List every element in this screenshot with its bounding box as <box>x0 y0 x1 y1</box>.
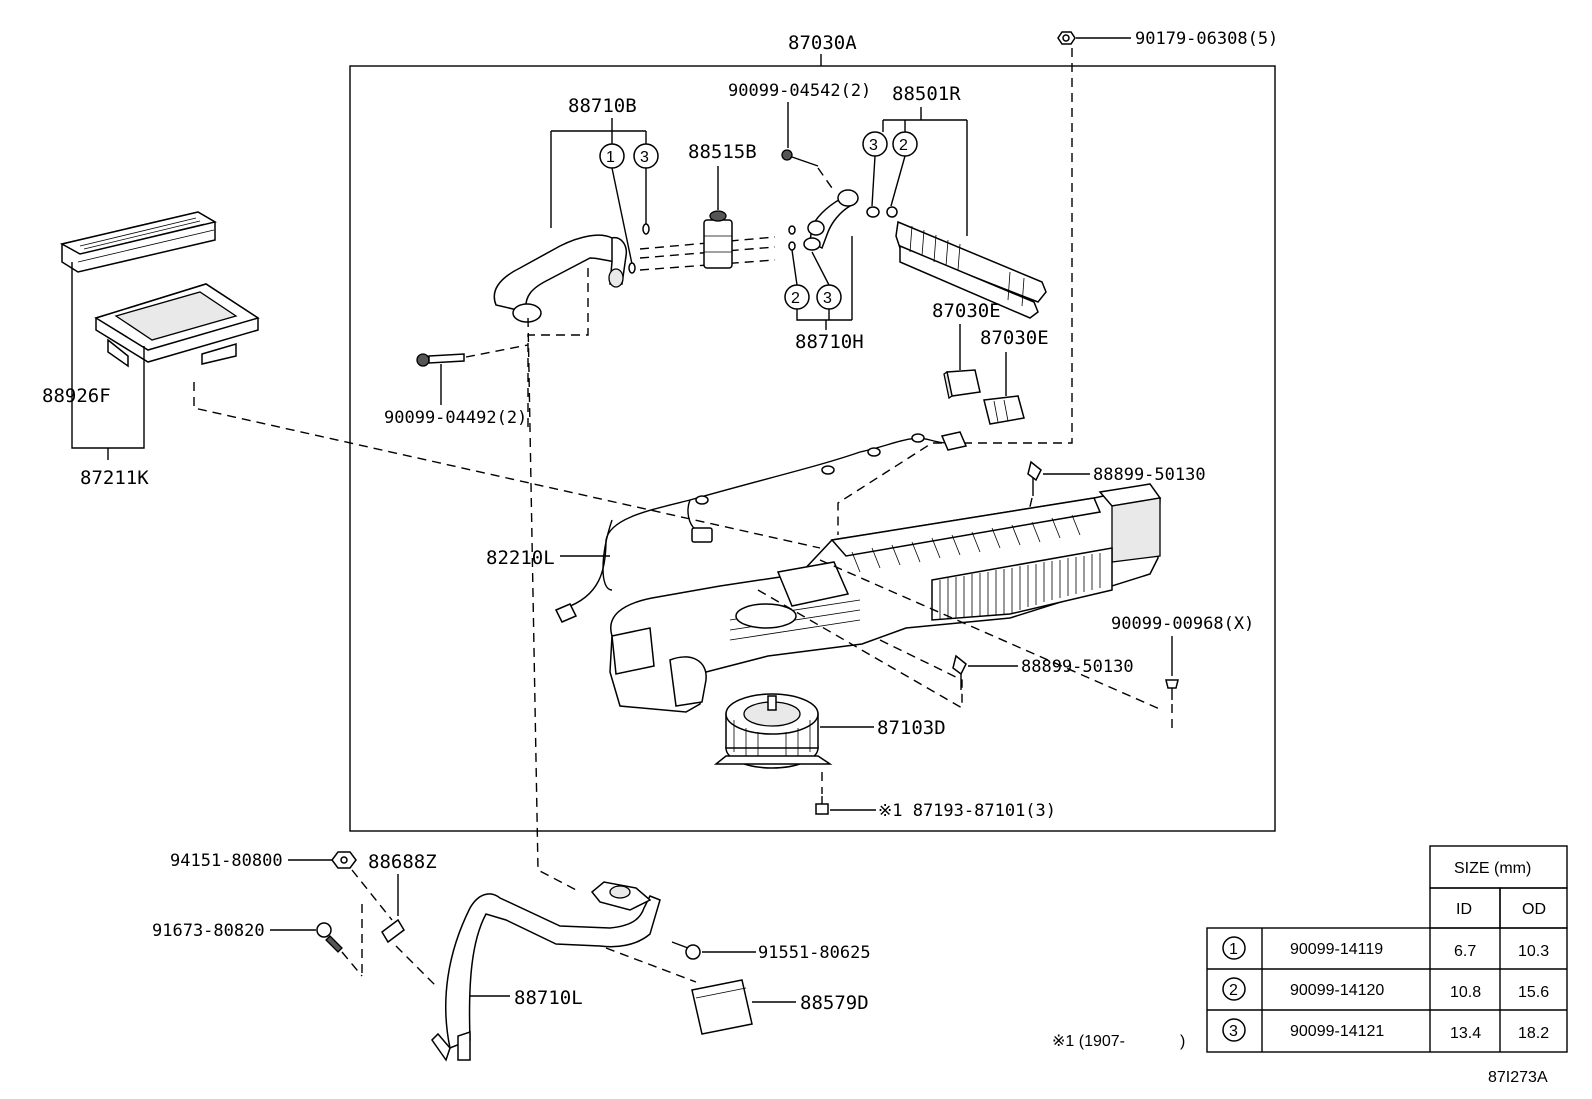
table-row-3-id: 13.4 <box>1450 1025 1481 1042</box>
table-row-2-od: 15.6 <box>1518 984 1549 1001</box>
filter-88579D[interactable] <box>691 979 753 1035</box>
evaporator-88501R[interactable] <box>895 220 1047 319</box>
label-87030E-b[interactable]: 87030E <box>980 327 1049 349</box>
circle-2-88710H: 2 <box>784 284 810 310</box>
screw-90099-00968-icon[interactable] <box>1165 679 1179 700</box>
label-88501R[interactable]: 88501R <box>892 83 961 105</box>
bolt-91673-icon[interactable] <box>316 922 343 953</box>
diagram-code: 87I273A <box>1488 1069 1548 1086</box>
table-row-1-part[interactable]: 90099-14119 <box>1290 941 1383 958</box>
clip-88899-50130-a-icon[interactable] <box>1027 460 1042 496</box>
label-87030E-a[interactable]: 87030E <box>932 300 1001 322</box>
table-row-3-od: 18.2 <box>1518 1025 1549 1042</box>
blower-motor-87103D[interactable] <box>713 693 833 769</box>
filter-case-87211K[interactable] <box>94 283 260 368</box>
svg-text:1: 1 <box>606 149 615 166</box>
label-88515B[interactable]: 88515B <box>688 141 757 163</box>
filter-88926F[interactable] <box>59 211 217 273</box>
clip-90179-icon[interactable] <box>1057 31 1076 45</box>
pipe-88710L[interactable] <box>431 881 661 1062</box>
bolt-90099-04492-icon[interactable] <box>416 353 465 367</box>
svg-text:2: 2 <box>791 290 800 307</box>
label-91551-80625[interactable]: 91551-80625 <box>758 943 871 963</box>
screw-87193-icon[interactable] <box>815 796 829 815</box>
nut-94151-icon[interactable] <box>331 851 357 869</box>
assembly-frame <box>349 65 1276 832</box>
table-row-1-id: 6.7 <box>1454 943 1476 960</box>
label-88579D[interactable]: 88579D <box>800 992 869 1014</box>
table-row-2-num: 2 <box>1229 982 1238 999</box>
label-87030A[interactable]: 87030A <box>788 32 857 54</box>
label-88710H[interactable]: 88710H <box>795 331 864 353</box>
label-88899-50130-b[interactable]: 88899-50130 <box>1021 657 1134 677</box>
bolt-90099-04542-icon[interactable] <box>781 149 819 167</box>
pipe-88710B[interactable] <box>493 234 628 323</box>
label-88899-50130-a[interactable]: 88899-50130 <box>1093 465 1206 485</box>
note-1-close: ) <box>1180 1033 1185 1050</box>
note-1: ※1 (1907- <box>1052 1033 1125 1050</box>
label-90099-04542[interactable]: 90099-04542(2) <box>728 81 871 101</box>
pipe-88710H[interactable] <box>803 189 859 251</box>
screw-91551-icon[interactable] <box>671 941 701 960</box>
svg-text:2: 2 <box>899 137 908 154</box>
size-table: SIZE (mm) ID OD 1 90099-14119 6.7 10.3 2… <box>1206 845 1568 1053</box>
table-col-id: ID <box>1456 901 1472 918</box>
label-88688Z[interactable]: 88688Z <box>368 851 437 873</box>
label-90099-04492[interactable]: 90099-04492(2) <box>384 408 527 428</box>
label-87193-87101[interactable]: ※1 87193-87101(3) <box>878 801 1056 821</box>
wire-harness-82210L[interactable] <box>554 431 968 623</box>
label-94151-80800[interactable]: 94151-80800 <box>170 851 283 871</box>
table-row-2-id: 10.8 <box>1450 984 1481 1001</box>
expansion-valve-88515B[interactable] <box>703 210 733 269</box>
label-90099-00968[interactable]: 90099-00968(X) <box>1111 614 1254 634</box>
table-row-1-od: 10.3 <box>1518 943 1549 960</box>
sensor-87030E-b[interactable] <box>983 395 1025 425</box>
table-row-3-part[interactable]: 90099-14121 <box>1290 1023 1384 1040</box>
label-88710B[interactable]: 88710B <box>568 95 637 117</box>
circle-3-88710B: 3 <box>633 143 659 169</box>
table-row-2-part[interactable]: 90099-14120 <box>1290 982 1384 999</box>
table-row-1-num: 1 <box>1229 941 1238 958</box>
label-82210L[interactable]: 82210L <box>486 547 555 569</box>
svg-text:3: 3 <box>869 137 878 154</box>
label-87103D[interactable]: 87103D <box>877 717 946 739</box>
sensor-87030E-a[interactable] <box>943 369 981 400</box>
label-88710L[interactable]: 88710L <box>514 987 583 1009</box>
clip-88899-50130-b-icon[interactable] <box>952 654 967 690</box>
circle-1-88710B: 1 <box>599 143 625 169</box>
circle-2-88501R: 2 <box>892 131 918 157</box>
circle-3-88501R: 3 <box>862 131 888 157</box>
label-88926F[interactable]: 88926F <box>42 385 111 407</box>
label-87211K[interactable]: 87211K <box>80 467 149 489</box>
table-title: SIZE (mm) <box>1454 860 1531 877</box>
circle-3-88710H: 3 <box>816 284 842 310</box>
label-90179-06308[interactable]: 90179-06308(5) <box>1135 29 1278 49</box>
label-91673-80820[interactable]: 91673-80820 <box>152 921 265 941</box>
svg-text:3: 3 <box>823 290 832 307</box>
hvac-case[interactable] <box>609 483 1162 713</box>
table-col-od: OD <box>1522 901 1546 918</box>
table-row-3-num: 3 <box>1229 1023 1238 1040</box>
bracket-88688Z[interactable] <box>381 918 405 944</box>
svg-text:3: 3 <box>640 149 649 166</box>
